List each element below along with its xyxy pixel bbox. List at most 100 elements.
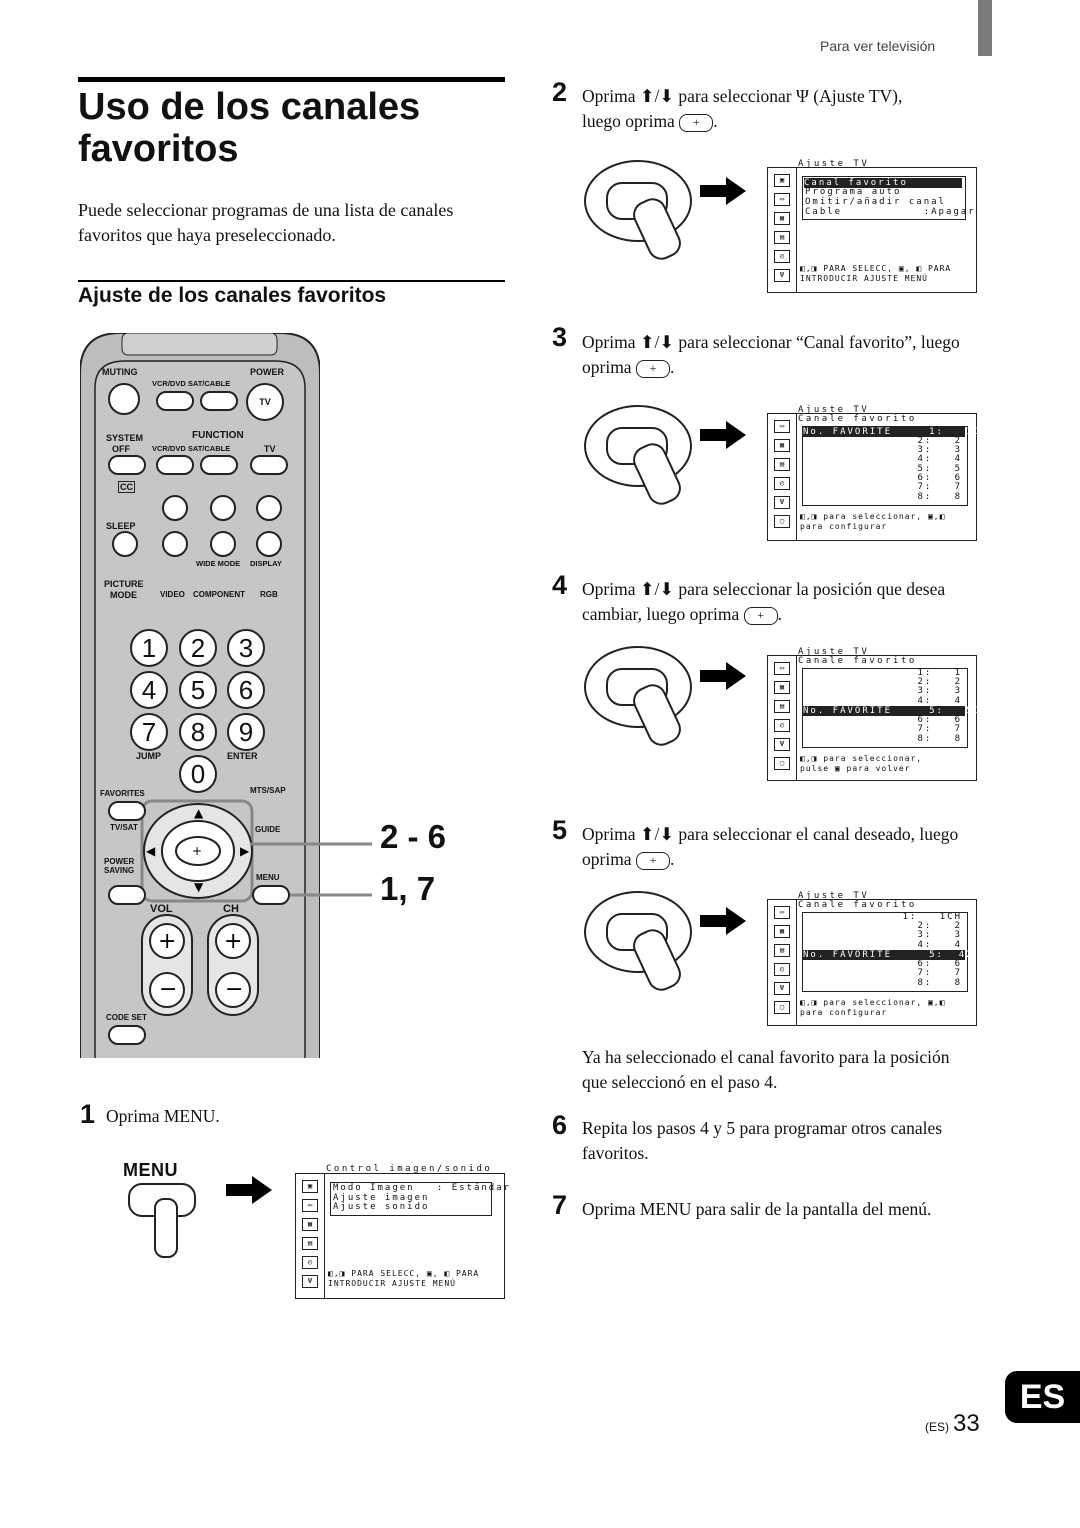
- osd-row: 1: 1: [917, 668, 962, 678]
- key-6[interactable]: 6: [227, 671, 265, 709]
- osd-screen-1: ▣▭▦▤◴Ψ Control imagen/sonido Modo Imagen…: [295, 1164, 509, 1299]
- mts-sap-label: MTS/SAP: [250, 786, 286, 795]
- osd-header: Ajuste TV: [798, 405, 870, 415]
- rewind-button[interactable]: [162, 495, 188, 521]
- setup-icon: ▤: [774, 231, 790, 244]
- osd-subheader: Canale favorito: [798, 414, 917, 424]
- osd-row: 3: 3: [917, 445, 962, 455]
- osd-sidebar: ▭▦▤◴Ψ▢: [768, 656, 797, 780]
- hand-pointer-icon: [154, 1198, 178, 1258]
- svg-text:+: +: [158, 929, 176, 954]
- picture-icon: ▣: [302, 1180, 318, 1193]
- step-6-text: Repita los pasos 4 y 5 para programar ot…: [582, 1118, 943, 1163]
- osd-header: Ajuste TV: [798, 647, 870, 657]
- sleep-button[interactable]: [112, 531, 138, 557]
- cc-button[interactable]: CC: [118, 481, 135, 493]
- osd-header: Ajuste TV: [798, 891, 870, 901]
- function-tv-button[interactable]: [250, 455, 288, 475]
- callout-steps-1-7: 1, 7: [380, 870, 436, 907]
- step-3-text: Oprima ⬆/⬇ para seleccionar “Canal favor…: [582, 332, 960, 378]
- muting-button[interactable]: [108, 383, 140, 415]
- osd-row: 4: 4: [917, 454, 962, 464]
- svg-text:−: −: [159, 977, 177, 1002]
- sound-icon: ▭: [774, 420, 790, 433]
- key-1[interactable]: 1: [130, 629, 168, 667]
- key-0[interactable]: 0: [179, 755, 217, 793]
- system-label: SYSTEM: [106, 433, 144, 443]
- osd-line-selected: Canal favorito: [804, 178, 962, 188]
- power-saving-button[interactable]: [108, 885, 146, 905]
- antenna-icon: Ψ: [795, 86, 809, 106]
- osd-row: 7: 7: [917, 482, 962, 492]
- record-button[interactable]: [256, 531, 282, 557]
- setup-icon: ▤: [302, 1237, 318, 1250]
- off-label: OFF: [112, 444, 130, 454]
- screen-icon: ▢: [774, 757, 790, 770]
- subtitle-rule: [78, 280, 505, 282]
- step-1-text: Oprima MENU.: [106, 1106, 220, 1126]
- osd-row: 7: 7: [917, 724, 962, 734]
- osd-box: [802, 426, 968, 506]
- key-2[interactable]: 2: [179, 629, 217, 667]
- antenna-icon: Ψ: [774, 496, 790, 509]
- function-sat-button[interactable]: [200, 455, 238, 475]
- step-5-number: 5: [552, 815, 568, 845]
- sat-cable-power-button[interactable]: [200, 391, 238, 411]
- osd-row: 4: 4: [917, 940, 962, 950]
- step-4-text: Oprima ⬆/⬇ para seleccionar la posición …: [582, 579, 946, 625]
- callout-steps-2-6: 2 - 6: [380, 818, 447, 855]
- callout-lines: [250, 842, 372, 897]
- play-button[interactable]: [210, 495, 236, 521]
- code-set-button[interactable]: [108, 1025, 146, 1045]
- jump-label: JUMP: [136, 751, 162, 761]
- osd-row: 8: 8: [917, 734, 962, 744]
- svg-text:▼: ▼: [194, 880, 204, 894]
- tv-sat-label: TV/SAT: [110, 823, 138, 832]
- stop-button[interactable]: [162, 531, 188, 557]
- osd-header: Control imagen/sonido: [326, 1164, 493, 1174]
- fastforward-button[interactable]: [256, 495, 282, 521]
- page-title: Uso de los canales favoritos: [78, 86, 421, 170]
- osd-header: Ajuste TV: [798, 159, 870, 169]
- menu-button-remote[interactable]: [252, 885, 290, 905]
- osd-footer: ◧,◨ para seleccionar, ▣,◧: [800, 998, 946, 1007]
- video-label: VIDEO: [160, 590, 185, 599]
- function-vcr-button[interactable]: [156, 455, 194, 475]
- enter-button-icon: +: [679, 113, 714, 132]
- muting-label: MUTING: [102, 367, 138, 377]
- osd-sidebar: ▭▦▤◴Ψ▢: [768, 900, 797, 1025]
- step-2-text: Oprima ⬆/⬇ para seleccionar Ψ (Ajuste TV…: [582, 86, 903, 132]
- tv-power-button[interactable]: TV: [246, 383, 284, 421]
- favorites-button[interactable]: [108, 801, 146, 821]
- title-rule: [78, 77, 505, 82]
- mode-label: MODE: [110, 590, 137, 600]
- osd-sidebar: ▭▦▤◴Ψ▢: [768, 414, 797, 540]
- timer-icon: ◴: [302, 1256, 318, 1269]
- dpad-control[interactable]: [148, 803, 248, 899]
- osd-row: 6: 6: [917, 473, 962, 483]
- sound-icon: ▭: [302, 1199, 318, 1212]
- system-off-button[interactable]: [108, 455, 146, 475]
- osd-row: 8: 8: [917, 978, 962, 988]
- language-badge: ES: [1005, 1371, 1080, 1423]
- osd-row: 7: 7: [917, 968, 962, 978]
- osd-screen-4: ▭▦▤◴Ψ▢ Ajuste TV Canale favorito 1: 1 2:…: [767, 647, 989, 781]
- timer-icon: ◴: [774, 963, 790, 976]
- step-7-text: Oprima MENU para salir de la pantalla de…: [582, 1199, 932, 1219]
- key-3[interactable]: 3: [227, 629, 265, 667]
- favorites-label: FAVORITES: [100, 789, 145, 798]
- osd-row: 6: 6: [917, 715, 962, 725]
- key-9[interactable]: 9: [227, 713, 265, 751]
- function-tv-label: TV: [264, 444, 276, 454]
- pause-button[interactable]: [210, 531, 236, 557]
- key-4[interactable]: 4: [130, 671, 168, 709]
- key-5[interactable]: 5: [179, 671, 217, 709]
- vcr-dvd-power-button[interactable]: [156, 391, 194, 411]
- osd-row-selected: No. FAVORITE 5: 5CH: [803, 706, 989, 716]
- step-2-number: 2: [552, 77, 568, 107]
- key-7[interactable]: 7: [130, 713, 168, 751]
- header-bar: [978, 0, 992, 56]
- remote-control: ▲ ▼ ◀ ▶ + + + − − MUTING POWER VCR/DVD S…: [80, 333, 320, 1058]
- enter-label: ENTER: [227, 751, 258, 761]
- key-8[interactable]: 8: [179, 713, 217, 751]
